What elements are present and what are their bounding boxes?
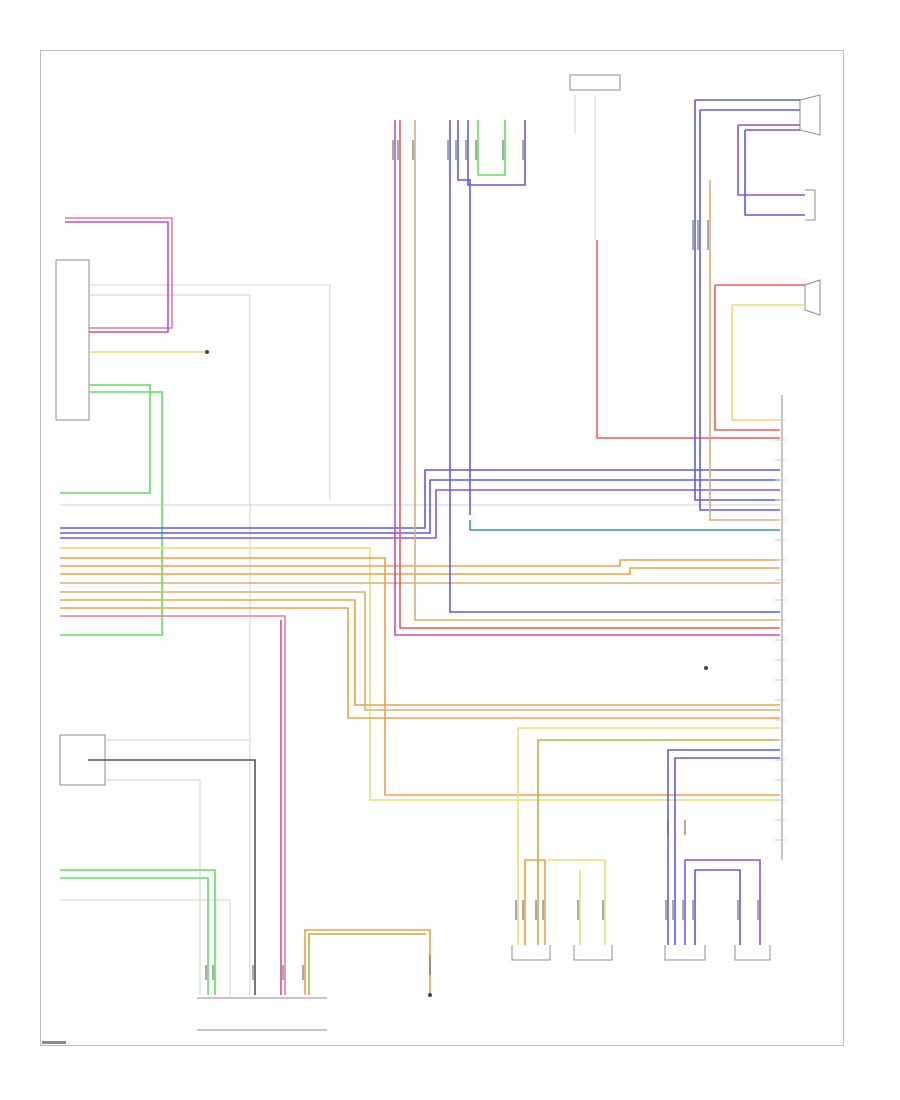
subwoofer-body	[804, 279, 821, 316]
orange-wire-3	[60, 567, 780, 575]
green-wire-rear	[477, 120, 506, 176]
colored-wires	[60, 99, 805, 995]
blue-wire-front-speaker-1	[694, 99, 800, 501]
diagram-frame	[40, 50, 844, 1046]
terminal-tuner	[428, 993, 432, 997]
blue-wire-left-rear-2	[674, 757, 780, 945]
terminal-right-block	[704, 666, 708, 670]
left-front-speaker-group-body	[511, 945, 551, 961]
pins-top-tweeter	[392, 140, 414, 160]
olive-wire-left-front	[537, 739, 780, 945]
blue-wire-main-2	[60, 479, 780, 534]
front-door-speaker-body	[799, 94, 821, 136]
diagram-corner-mark	[42, 1041, 66, 1044]
blue-wire-front-speaker-2	[699, 109, 800, 511]
pins-front-speaker	[692, 220, 709, 250]
orange-wire-5	[60, 607, 780, 719]
orange-wire-2	[60, 559, 780, 567]
radio-receiver-body	[55, 259, 90, 421]
yellow-wire-left-front-1	[517, 727, 780, 945]
right-block-ticks	[775, 419, 785, 841]
gray-wires	[60, 95, 780, 995]
gray-wire-6	[60, 899, 231, 995]
pins-rear-pair	[577, 900, 604, 920]
rear-speaker-pair-body	[573, 945, 613, 961]
yellow-wire-sub	[731, 305, 780, 421]
gray-wire-5	[105, 779, 201, 995]
red-wire-tweeter	[399, 120, 780, 629]
green-wire-tuner-2	[60, 877, 209, 995]
connector-pins	[205, 140, 759, 980]
blue-wire-main-1	[60, 469, 780, 529]
violet-wire-front-speaker	[737, 124, 805, 196]
green-wire-b	[60, 391, 163, 636]
components	[55, 74, 821, 1031]
green-wire-a	[60, 384, 151, 494]
blue-wire-left-rear-3	[694, 869, 741, 945]
gray-wire-4	[105, 739, 251, 995]
orange-wire-tuner	[304, 929, 431, 995]
pink-wire-main	[60, 615, 286, 995]
rear-tweeter-bottom-body	[734, 945, 771, 961]
yellow-wire-main	[60, 547, 780, 801]
tan-wire-tweeter	[414, 120, 780, 621]
orange-wire-1	[60, 557, 780, 796]
pins-left-rear	[665, 900, 694, 920]
terminal-radio-yellow	[205, 350, 209, 354]
radio-tuner-body	[197, 997, 327, 1031]
pins-rear-tweeter	[737, 900, 759, 920]
green-wire-tuner-1	[60, 869, 216, 995]
orange-wire-left-front	[524, 859, 546, 945]
violet-wire-main	[60, 489, 780, 539]
black-wire-antenna	[88, 759, 256, 995]
pins-top-rear	[447, 140, 524, 160]
top-fuse-block	[569, 74, 621, 91]
antenna-splitter-body	[59, 734, 106, 786]
blue-wire-rear-3	[467, 120, 526, 186]
left-rear-speaker-group-body	[664, 945, 706, 961]
blue-wire-rear-2	[457, 120, 471, 515]
rear-tweeter-body	[805, 189, 816, 221]
tan-wire-2	[60, 591, 780, 711]
olive-wire-tuner	[308, 933, 426, 995]
pins-tuner	[205, 965, 304, 980]
magenta-wire-top	[65, 221, 169, 333]
magenta-wire-tweeter	[394, 120, 780, 636]
gray-wire-1	[89, 284, 331, 500]
yellow-wire-rear-pair	[548, 859, 606, 945]
red-wire-fuse	[596, 240, 780, 439]
pins-left-front	[515, 900, 544, 920]
blue-wire-rear-1	[449, 120, 780, 613]
violet-wire-left-rear	[684, 859, 761, 945]
tick-column	[775, 419, 785, 841]
blue-wire-tweeter-rear	[744, 129, 805, 216]
pins-left-rear-upper	[667, 820, 686, 835]
pink-wire-top	[65, 217, 173, 329]
blue-wire-left-rear-1	[667, 749, 780, 945]
teal-wire	[469, 520, 780, 531]
orange-wire-4	[60, 599, 780, 706]
gray-wire-2	[89, 294, 251, 740]
red-wire-sub	[714, 285, 780, 431]
terminal-dots	[205, 350, 708, 997]
tan-wire-front-speaker	[709, 180, 780, 521]
